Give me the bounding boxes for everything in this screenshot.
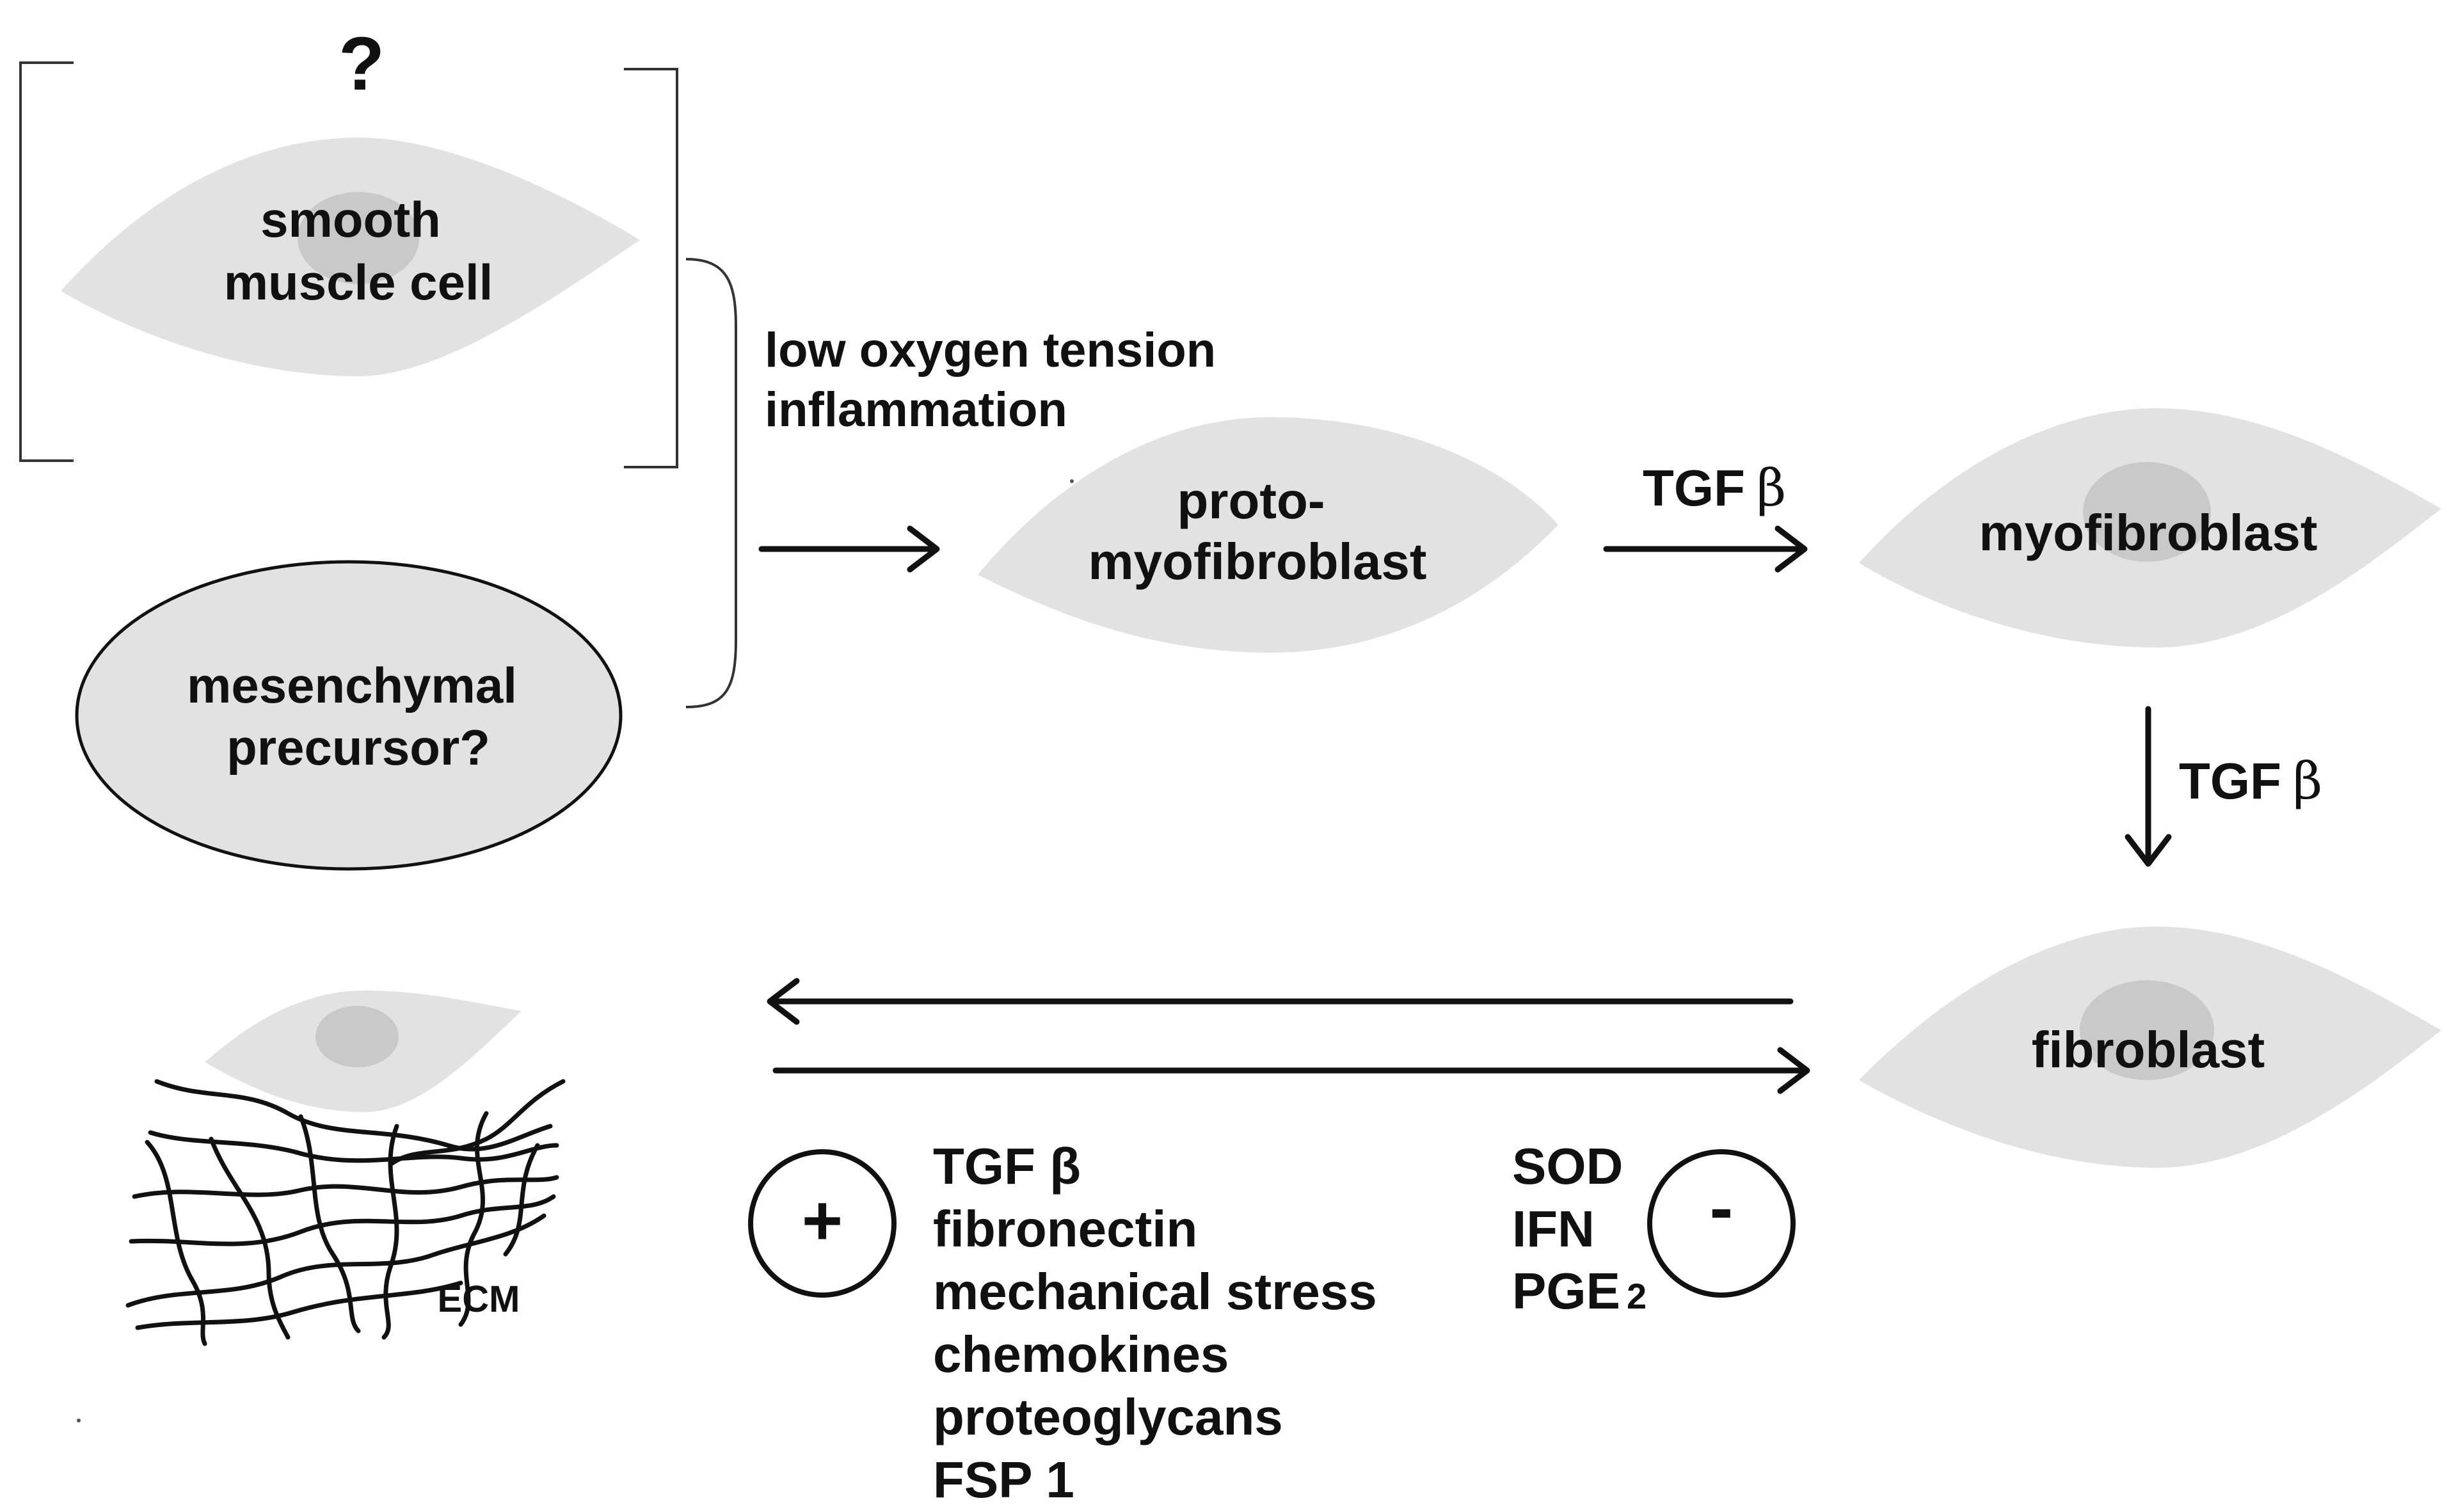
positive-factor: TGF β [933, 1138, 1081, 1195]
arrow-to-myofibroblast [1603, 525, 1808, 573]
ecm-fibers [125, 1079, 566, 1346]
fibroblast-group: fibroblast [1859, 927, 2441, 1168]
stray-dot [1070, 479, 1074, 483]
fibroblast-nucleus [2080, 980, 2214, 1080]
positive-factor: chemokines [933, 1326, 1229, 1383]
plus-sign: + [802, 1181, 843, 1260]
ecm-group: ECM [77, 991, 566, 1422]
mesenchymal-label-line2: precursor? [227, 719, 490, 776]
ecm-label: ECM [438, 1278, 520, 1320]
question-mark: ? [339, 22, 385, 106]
negative-factor: SOD [1512, 1138, 1623, 1195]
smooth-muscle-label-line1: smooth [260, 191, 441, 248]
curly-brace [685, 258, 737, 708]
minus-circle [1647, 1149, 1796, 1298]
mesenchymal-precursor-cell [75, 560, 623, 871]
conditions-line1: low oxygen tension [765, 323, 1216, 378]
proto-label-line1: proto- [1177, 472, 1325, 529]
proto-myofibroblast-group: proto- myofibroblast [978, 417, 1558, 653]
arrow-left-to-ecm [767, 978, 1794, 1025]
myofibroblast-label: myofibroblast [1979, 504, 2318, 561]
negative-factor: IFN [1512, 1200, 1595, 1257]
arrow-right-to-fibroblast [772, 1047, 1810, 1094]
ecm-cell-nucleus [315, 1006, 399, 1067]
myofibroblast-nucleus [2083, 462, 2211, 562]
proto-myofibroblast-cell [978, 417, 1558, 653]
stray-dot-bottom [77, 1419, 81, 1422]
arrow-down-to-fibroblast [2125, 706, 2172, 867]
positive-factor: proteoglycans [933, 1389, 1283, 1445]
smooth-muscle-nucleus [298, 192, 419, 284]
mesenchymal-group: mesenchymal precursor? [75, 560, 623, 871]
minus-sign: - [1710, 1168, 1734, 1247]
right-bracket [624, 68, 678, 468]
conditions-line2: inflammation [765, 383, 1067, 437]
left-bracket [19, 61, 74, 462]
positive-factor: FSP 1 [933, 1451, 1074, 1508]
mesenchymal-label-line1: mesenchymal [187, 657, 517, 713]
myofibroblast-group: myofibroblast [1859, 408, 2441, 648]
smooth-muscle-label-line2: muscle cell [224, 254, 493, 310]
proto-label-line2: myofibroblast [1088, 533, 1427, 590]
smooth-muscle-group: ? smooth muscle cell [19, 22, 678, 468]
positive-factor: fibronectin [933, 1200, 1197, 1257]
arrow-to-proto [758, 525, 940, 573]
plus-circle [748, 1149, 897, 1298]
fibroblast-label: fibroblast [2032, 1021, 2265, 1078]
positive-factor: mechanical stress [933, 1263, 1377, 1320]
